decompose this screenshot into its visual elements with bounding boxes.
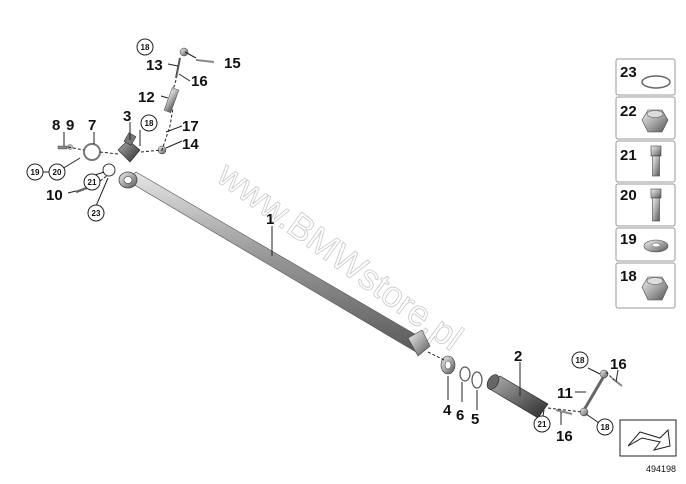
svg-text:20: 20 xyxy=(53,168,62,177)
svg-text:18: 18 xyxy=(145,119,154,128)
svg-text:18: 18 xyxy=(576,356,585,365)
washer-icon xyxy=(643,239,669,253)
circlip-icon xyxy=(641,75,671,89)
label-part-16-right: 16 xyxy=(610,356,627,373)
label-part-14: 14 xyxy=(182,136,199,153)
svg-text:21: 21 xyxy=(88,178,97,187)
label-part-6: 6 xyxy=(456,407,464,424)
svg-text:19: 19 xyxy=(31,168,40,177)
circled-labels: 18 18 18 18 19 20 21 21 xyxy=(26,38,614,436)
label-part-10: 10 xyxy=(46,187,63,204)
label-part-13: 13 xyxy=(146,57,163,74)
svg-text:19: 19 xyxy=(620,231,637,248)
svg-text:18: 18 xyxy=(601,423,610,432)
watermark: www.BMWstore.pl xyxy=(209,153,470,358)
nut-icon xyxy=(641,109,669,133)
svg-text:22: 22 xyxy=(620,103,637,120)
diagram-number: 494198 xyxy=(646,464,676,474)
label-part-3: 3 xyxy=(123,108,131,125)
label-part-5: 5 xyxy=(471,411,479,428)
label-part-8: 8 xyxy=(52,117,60,134)
legend-item-19: 19 xyxy=(615,227,676,262)
label-part-4: 4 xyxy=(443,402,452,419)
legend-item-22: 22 xyxy=(615,96,676,140)
circle-label-20: 20 xyxy=(48,163,66,181)
legend-item-21: 21 xyxy=(615,140,676,183)
label-part-16-lower: 16 xyxy=(556,428,573,445)
circle-label-23: 23 xyxy=(87,204,105,222)
orientation-icon xyxy=(619,419,677,457)
lower-linkage xyxy=(427,351,623,419)
label-part-11: 11 xyxy=(557,385,573,402)
lock-nut-icon xyxy=(641,276,669,301)
screw-icon xyxy=(650,188,662,222)
shift-rod xyxy=(118,171,431,357)
label-part-12: 12 xyxy=(138,89,155,106)
circle-label-18-right: 18 xyxy=(571,351,589,369)
svg-text:21: 21 xyxy=(538,420,547,429)
circle-label-19: 19 xyxy=(26,163,44,181)
label-part-17: 17 xyxy=(182,118,199,135)
legend-item-20: 20 xyxy=(615,183,676,227)
circle-label-21-right: 21 xyxy=(533,415,551,433)
circle-label-18-top: 18 xyxy=(136,38,154,56)
label-part-2: 2 xyxy=(514,348,522,365)
svg-text:18: 18 xyxy=(620,268,637,285)
circle-label-21-left: 21 xyxy=(83,173,101,191)
svg-text:20: 20 xyxy=(620,187,637,204)
part-labels: 1 2 3 4 6 5 7 8 9 10 11 12 13 14 15 16 1… xyxy=(46,55,627,445)
parts-legend: 23 22 21 20 xyxy=(615,58,676,309)
svg-text:18: 18 xyxy=(141,43,150,52)
svg-text:23: 23 xyxy=(92,209,101,218)
svg-text:21: 21 xyxy=(620,147,637,164)
label-part-7: 7 xyxy=(88,117,96,134)
label-part-9: 9 xyxy=(66,117,74,134)
label-part-15: 15 xyxy=(224,55,241,72)
circle-label-18-mid: 18 xyxy=(140,114,158,132)
bolt-icon xyxy=(650,145,662,177)
svg-text:23: 23 xyxy=(620,64,637,81)
circle-label-18-bottom: 18 xyxy=(596,418,614,436)
label-part-1: 1 xyxy=(266,211,274,228)
legend-item-18: 18 xyxy=(615,262,676,309)
label-part-16-upper: 16 xyxy=(191,73,208,90)
legend-item-23: 23 xyxy=(615,58,676,96)
